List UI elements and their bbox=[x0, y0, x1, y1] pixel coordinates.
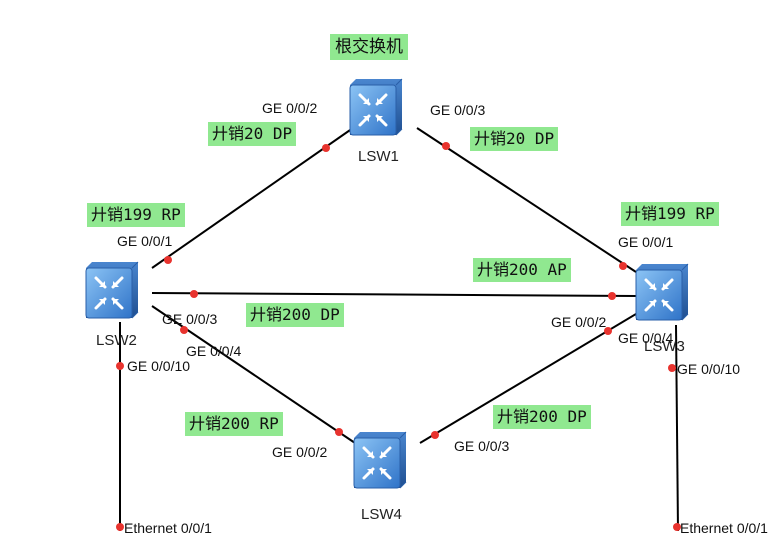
port-label-ethernet-left: Ethernet 0/0/1 bbox=[124, 520, 212, 536]
port-label-lsw4-g3: GE 0/0/3 bbox=[454, 438, 510, 454]
tag-lsw2-dp: 廾销200 DP bbox=[246, 303, 344, 327]
port-label-lsw3-g2: GE 0/0/2 bbox=[551, 314, 607, 330]
port-label-lsw3-g1: GE 0/0/1 bbox=[618, 234, 674, 250]
link-lsw3-down bbox=[675, 324, 679, 531]
lsw4-label: LSW4 bbox=[361, 506, 402, 523]
link-lsw1-lsw3 bbox=[416, 127, 637, 273]
port-dot bbox=[335, 428, 343, 436]
port-dot bbox=[116, 523, 124, 531]
port-dot bbox=[164, 256, 172, 264]
link-lsw2-lsw3 bbox=[151, 292, 637, 297]
port-label-ethernet-right: Ethernet 0/0/1 bbox=[680, 520, 768, 536]
port-dot bbox=[608, 292, 616, 300]
port-dot bbox=[673, 523, 681, 531]
link-lsw3-lsw4 bbox=[419, 313, 637, 444]
switch-lsw3-icon bbox=[634, 262, 690, 322]
port-label-lsw2-g10: GE 0/0/10 bbox=[127, 358, 191, 374]
port-dot bbox=[668, 364, 676, 372]
port-label-lsw2-g3: GE 0/0/3 bbox=[162, 311, 218, 327]
switch-lsw1-icon bbox=[348, 77, 404, 137]
port-dot bbox=[116, 362, 124, 370]
root-switch-label: 根交换机 bbox=[330, 34, 408, 60]
port-dot bbox=[322, 144, 330, 152]
link-lsw1-lsw2 bbox=[151, 127, 354, 269]
port-label-lsw3-g4: GE 0/0/4 bbox=[618, 330, 674, 346]
switch-lsw2-icon bbox=[84, 260, 140, 320]
tag-lsw3-rp: 廾销199 RP bbox=[621, 202, 719, 226]
tag-lsw3-ap: 廾销200 AP bbox=[473, 258, 571, 282]
port-dot bbox=[619, 262, 627, 270]
tag-lsw4-rp: 廾销200 RP bbox=[185, 412, 283, 436]
lsw2-label: LSW2 bbox=[96, 332, 137, 349]
port-label-lsw2-g1: GE 0/0/1 bbox=[117, 233, 173, 249]
tag-lsw4-dp: 廾销200 DP bbox=[493, 405, 591, 429]
port-dot bbox=[190, 290, 198, 298]
tag-lsw2-rp: 廾销199 RP bbox=[87, 203, 185, 227]
port-label-lsw1-g2: GE 0/0/2 bbox=[262, 100, 318, 116]
tag-lsw1-left-dp: 廾销20 DP bbox=[208, 122, 297, 146]
tag-lsw1-right-dp: 廾销20 DP bbox=[470, 127, 559, 151]
port-label-lsw1-g3: GE 0/0/3 bbox=[430, 102, 486, 118]
port-dot bbox=[180, 326, 188, 334]
port-dot bbox=[604, 327, 612, 335]
lsw3-label: LSW3 bbox=[644, 338, 685, 355]
switch-lsw4-icon bbox=[352, 430, 408, 490]
port-label-lsw2-g4: GE 0/0/4 bbox=[186, 343, 242, 359]
port-label-lsw3-g10: GE 0/0/10 bbox=[677, 361, 741, 377]
port-label-lsw4-g2: GE 0/0/2 bbox=[272, 444, 328, 460]
lsw1-label: LSW1 bbox=[358, 148, 399, 165]
port-dot bbox=[442, 142, 450, 150]
port-dot bbox=[431, 431, 439, 439]
